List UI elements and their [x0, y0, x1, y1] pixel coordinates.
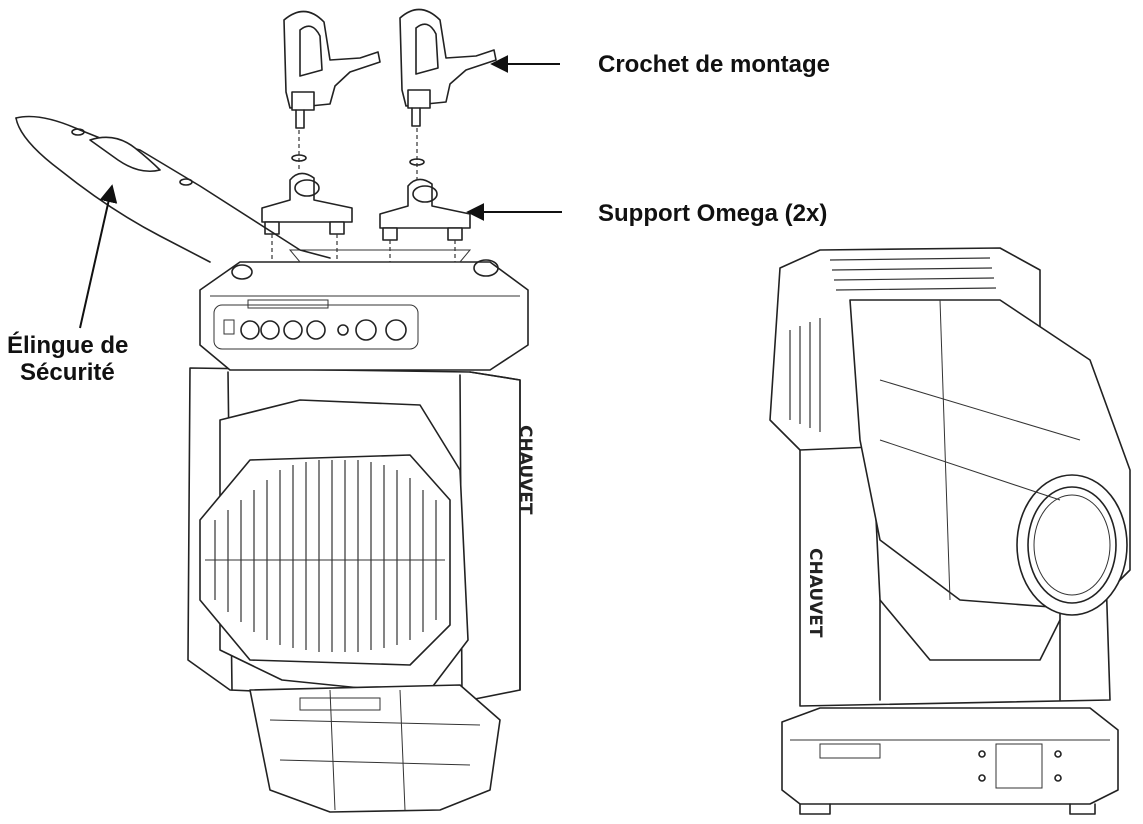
- mounting-clamp-right: [399, 8, 497, 127]
- fixture-brand-side: CHAUVET: [515, 425, 535, 515]
- label-safety-cable-line1: Élingue de: [7, 332, 129, 359]
- fixture-brand-front: CHAUVET: [805, 548, 825, 638]
- fixture-upright: CHAUVET: [769, 247, 1131, 815]
- label-safety-cable-line2: Sécurité: [20, 359, 115, 386]
- fixture-upside-down: CHAUVET: [187, 249, 535, 813]
- safety-cable-icon: [15, 115, 331, 263]
- mounting-clamp-left: [283, 10, 381, 129]
- omega-bracket-left: [261, 172, 353, 235]
- heatsink-fins: [199, 454, 451, 666]
- label-mounting-hook: Crochet de montage: [598, 51, 831, 78]
- label-omega-bracket: Support Omega (2x): [598, 200, 828, 227]
- fixture-base: [199, 249, 529, 371]
- arrow-icon: [79, 184, 118, 329]
- omega-bracket-right: [379, 178, 471, 241]
